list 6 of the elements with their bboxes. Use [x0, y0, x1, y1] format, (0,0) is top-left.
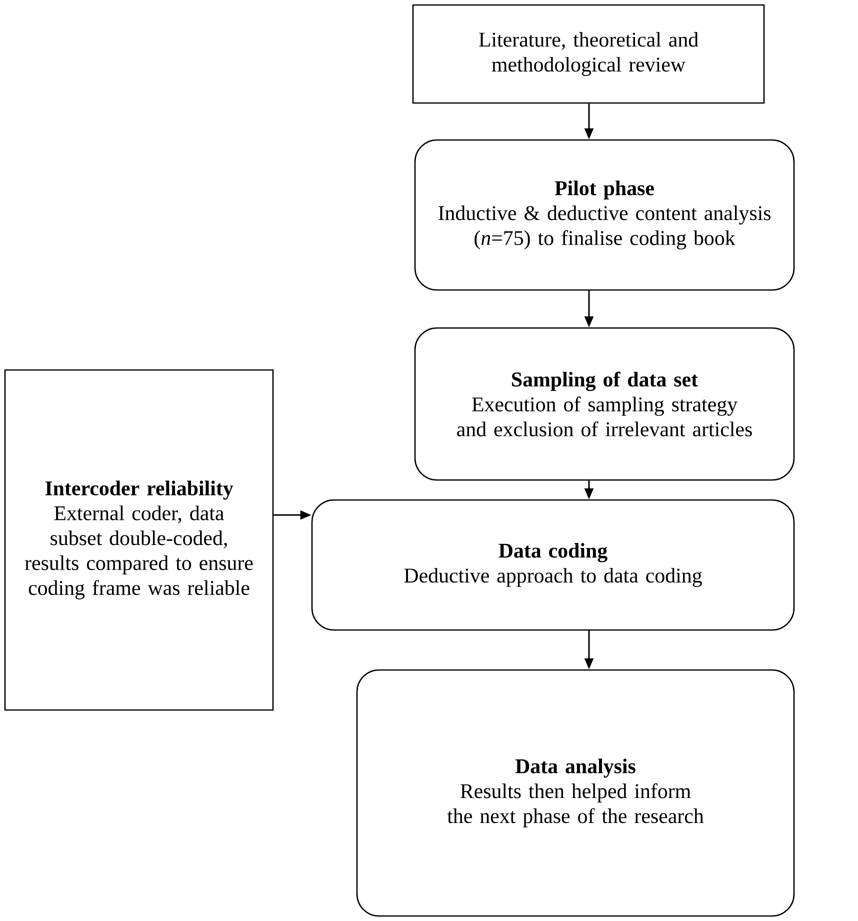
- rounded-process-box: Data coding Deductive approach to data coding: [311, 499, 795, 631]
- rounded-process-box: Pilot phase Inductive & deductive content analysis (n=75) to finalise coding book: [414, 139, 795, 291]
- process-box: Intercoder reliability External coder, data subset double-coded, results compared to ensure coding frame was reliable: [4, 369, 274, 711]
- process-box: Literature, theoretical and methodological review: [412, 4, 765, 104]
- rounded-process-box: Data analysis Results then helped inform the next phase of the research: [356, 669, 795, 917]
- rounded-process-box: Sampling of data set Execution of sampling strategy and exclusion of irrelevant articles: [414, 327, 795, 481]
